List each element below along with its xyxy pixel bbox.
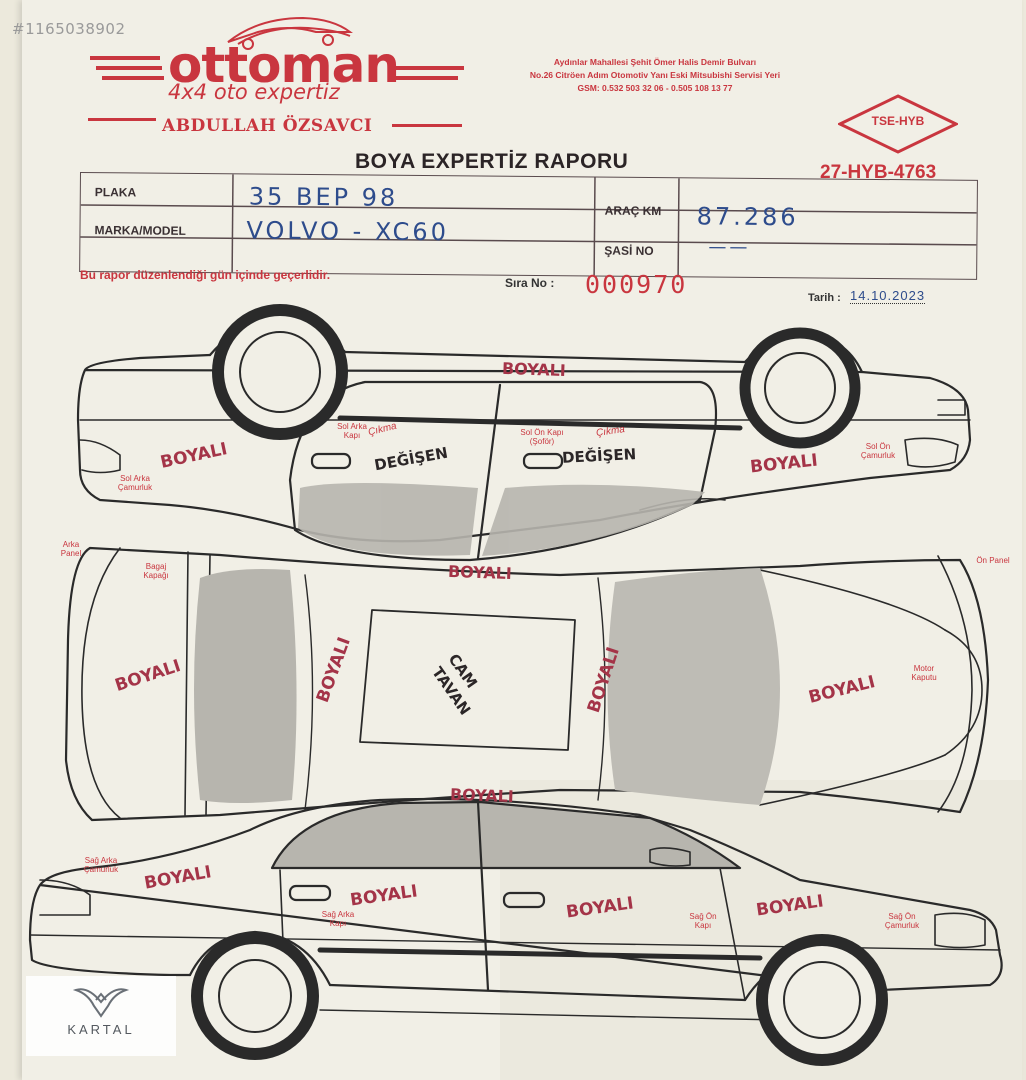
part-sol-arka-camurluk: Sol Arka Çamurluk — [117, 474, 153, 492]
sira-no-value: 000970 — [585, 270, 688, 299]
tarih-label: Tarih : — [808, 292, 841, 304]
part-sag-arka-camurluk: Sağ Arka Çamurluk — [83, 856, 119, 874]
validity-note: Bu rapor düzenlendiği gün içinde geçerli… — [80, 268, 331, 282]
report-title: BOYA EXPERTİZ RAPORU — [355, 150, 629, 173]
part-sol-on-camurluk: Sol Ön Çamurluk — [860, 442, 896, 460]
listing-id-watermark: #1165038902 — [12, 20, 126, 38]
address-line-3: GSM: 0.532 503 32 06 - 0.505 108 13 77 — [577, 83, 733, 93]
part-sol-on-kapi: Sol Ön Kapı (Şoför) — [520, 428, 564, 446]
stamp-boyali-roof-left: BOYALI — [501, 358, 567, 381]
top-view — [64, 546, 990, 822]
sira-no-label: Sıra No : — [505, 276, 555, 290]
right-side-view — [28, 797, 1003, 1021]
kartal-logo-text: KARTAL — [67, 1022, 135, 1037]
brand-name: ottoman — [168, 36, 400, 94]
car-logo-icon — [88, 16, 464, 127]
stamp-boyali-side-top: BOYALI — [447, 561, 513, 584]
vehicle-info-table: PLAKA 35 BEP 98 MARKA/MODEL VOLVO - XC60… — [79, 172, 978, 280]
part-sag-arka-kapi: Sağ Arka Kapı — [321, 910, 355, 928]
certificate-number: 27-HYB-4763 — [820, 162, 937, 183]
part-sag-on-kapi: Sağ Ön Kapı — [689, 912, 717, 930]
part-bagaj-kapagi: Bagaj Kapağı — [143, 562, 169, 580]
address-line-2: No.26 Citröen Adım Otomotiv Yanı Eski Mi… — [529, 70, 781, 80]
part-sol-arka-kapi: Sol Arka Kapı — [337, 422, 367, 440]
company-address: Aydınlar Mahallesi Şehit Ömer Halis Demi… — [470, 56, 840, 95]
tarih-value: 14.10.2023 — [850, 288, 926, 304]
part-arka-panel: Arka Panel — [60, 540, 82, 558]
part-sag-on-camurluk: Sağ Ön Çamurluk — [884, 912, 920, 930]
tse-badge-text: TSE-HYB — [871, 114, 925, 128]
stamp-boyali-roof-right: BOYALI — [449, 784, 515, 807]
eagle-icon — [72, 988, 130, 1018]
table-grid-lines — [80, 174, 977, 277]
brand-tagline: 4x4 oto expertiz — [168, 80, 340, 104]
owner-name: ABDULLAH ÖZSAVCI — [162, 116, 373, 136]
tse-badge-icon — [838, 94, 958, 154]
part-motor-kaputu: Motor Kaputu — [911, 664, 937, 682]
address-line-1: Aydınlar Mahallesi Şehit Ömer Halis Demi… — [553, 57, 757, 67]
part-on-panel: Ön Panel — [976, 556, 1010, 565]
kartal-logo: KARTAL — [26, 976, 176, 1056]
